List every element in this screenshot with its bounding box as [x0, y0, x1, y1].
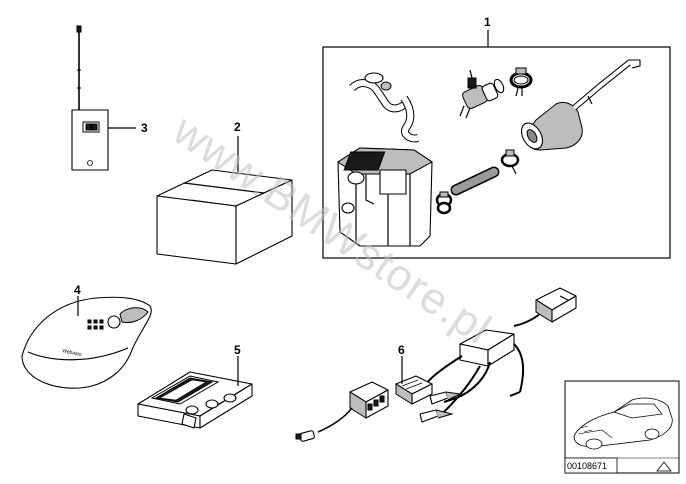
timer-button-2 — [205, 399, 219, 409]
key-fob-button — [107, 315, 121, 329]
timer-button-1 — [185, 405, 199, 415]
crocodile-clip-lower — [419, 409, 454, 423]
car-rear-wheel — [644, 428, 660, 440]
harness-module — [459, 329, 515, 367]
circulation-pump — [459, 69, 505, 119]
side-connector-block — [349, 381, 389, 419]
callout-3: 3 — [141, 121, 148, 135]
d-sub-connector — [535, 287, 577, 323]
reference-box — [564, 457, 618, 474]
hose-clamp-top — [509, 67, 533, 97]
key-fob-brand-label: Webasto — [62, 348, 83, 358]
exhaust-silencer — [520, 59, 641, 151]
remote-key-fob: Webasto 4 — [21, 283, 152, 389]
hose-clamp-right — [500, 149, 520, 175]
callout-2: 2 — [234, 120, 241, 134]
transmitter-button-left — [85, 123, 92, 131]
reference-number: 00108671 — [567, 461, 607, 471]
flexible-exhaust-pipe — [450, 166, 500, 196]
heater-unit — [337, 147, 433, 247]
diagnostic-wiring-harness: 6 — [295, 287, 577, 442]
coolant-hose — [349, 72, 419, 143]
transmitter-button-right — [91, 123, 98, 131]
callout-1: 1 — [484, 15, 491, 29]
handheld-transmitter: 3 — [71, 25, 148, 171]
heater-kit-group: 1 — [322, 15, 671, 259]
vehicle-thumbnail: 00108671 — [564, 380, 680, 474]
callout-5: 5 — [234, 343, 241, 357]
packaged-box: 2 — [156, 120, 293, 265]
timer-button-3 — [223, 393, 237, 403]
triangle-marker-icon — [656, 461, 672, 472]
timer-control-unit: 5 — [137, 343, 253, 429]
callout-4: 4 — [74, 283, 81, 297]
crocodile-clip-upper — [429, 391, 462, 405]
heater-kit-frame — [322, 46, 671, 259]
single-plug — [295, 430, 315, 442]
car-front-wheel — [585, 438, 603, 450]
multi-pin-connector — [395, 375, 433, 405]
hose-clamp-left — [435, 191, 453, 215]
callout-6: 6 — [398, 343, 405, 357]
